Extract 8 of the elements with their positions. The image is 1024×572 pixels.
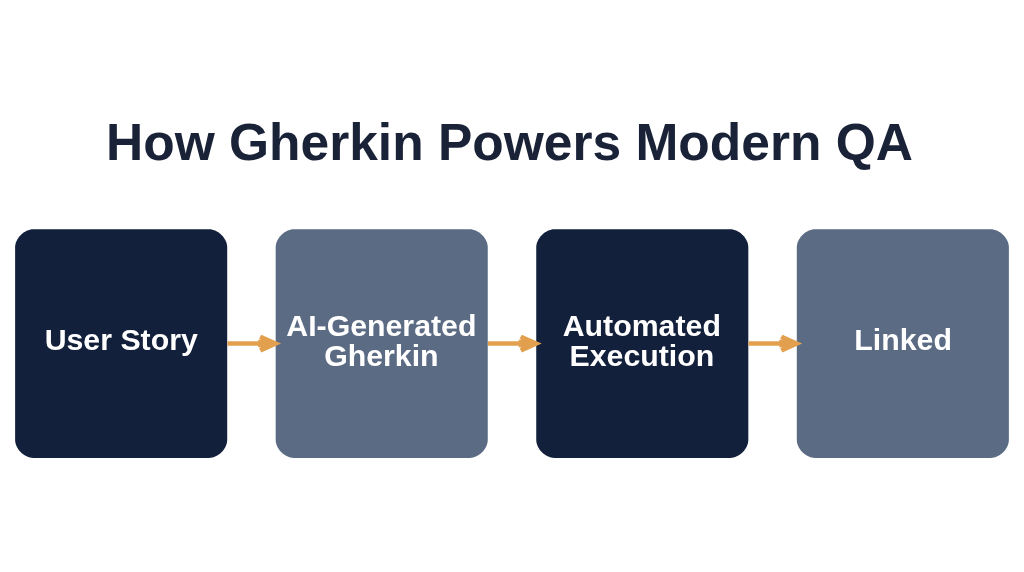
arrow bbox=[748, 334, 799, 353]
node-box: AI-Generated Gherkin bbox=[275, 229, 488, 458]
node-box: Automated Execution bbox=[536, 229, 749, 458]
arrow bbox=[488, 334, 539, 353]
node-box: User Story bbox=[15, 229, 228, 458]
node-box: Linked bbox=[796, 229, 1009, 458]
diagram-title: How Gherkin Powers Modern QA bbox=[106, 112, 913, 171]
arrow bbox=[227, 334, 278, 353]
